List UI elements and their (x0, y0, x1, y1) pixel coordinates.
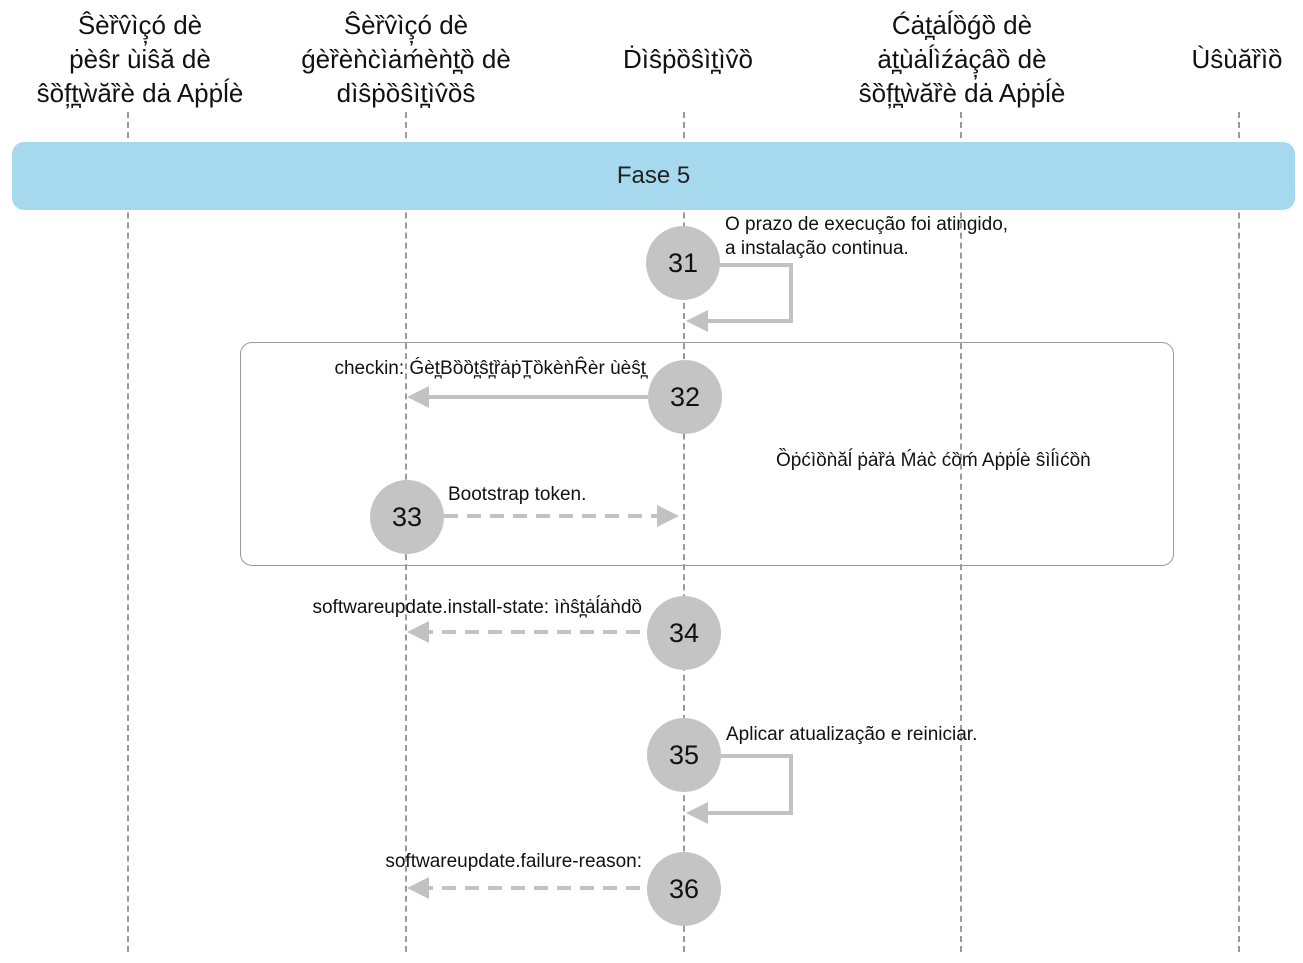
step-32-circle: 32 (648, 360, 722, 434)
step-36-circle: 36 (647, 852, 721, 926)
step-32-label: checkin: Ǵèt̪Bȍȍt̪ŝt̪ȑȧṗT̪ȍkèǹȒèr ùèŝt̪ (334, 358, 646, 379)
actor-user-title: Ùŝùăȑìȍ (1191, 44, 1283, 74)
step-31-circle: 31 (646, 226, 720, 300)
phase-label: Fase 5 (616, 162, 691, 189)
lifeline-device (683, 112, 685, 952)
step-36-arrowhead (407, 877, 429, 899)
actor-apple-software-lookup-title: Ŝèȑv̂ìç̦ó dè ṗèŝr ùiŝă dè ŝȍf̦t̪ẁăȑè dȧ … (36, 10, 244, 108)
optional-group-box (240, 342, 1174, 566)
step-34-circle: 34 (647, 596, 721, 670)
actor-device-title: Ḋìŝṗȍŝìt̪ìv̂ȍ (622, 44, 754, 74)
lifeline-apple-software-lookup (127, 112, 129, 952)
step-35-self-arrow (700, 754, 793, 815)
step-35-circle: 35 (647, 718, 721, 792)
step-36-label: softwareupdate.failure-reason: (385, 851, 642, 872)
step-33-arrowhead (657, 505, 679, 527)
step-34-arrowhead (407, 621, 429, 643)
step-33-circle: 33 (370, 480, 444, 554)
step-35-label: Aplicar atualização e reiniciar. (726, 724, 978, 745)
lifeline-user (1238, 112, 1240, 952)
step-32-arrowhead (407, 386, 429, 408)
actor-apple-update-catalog-title: Ćȧt̪ȧĺȍǵȍ dè ȧt̪ùȧĺìźȧç̦ȃȍ dè ŝȍf̦t̪ẁăȑè… (858, 10, 1066, 108)
step-34-label: softwareupdate.install-state: ìǹŝt̪ȧĺȧǹd… (312, 597, 642, 618)
step-33-label: Bootstrap token. (448, 484, 587, 505)
step-31-label: O prazo de execução foi atingido, a inst… (725, 214, 1009, 259)
step-35-arrowhead (686, 802, 708, 824)
step-31-self-arrow (700, 263, 793, 323)
phase-band: Fase 5 (12, 142, 1295, 210)
step-31-arrowhead (686, 310, 708, 332)
optional-group-label: Ȍṗćìȍǹăĺ ṗȧȑȧ Ḿȧc̀ ćȍḿ Aṗṗĺè ŝìĺìćȍǹ (776, 450, 1091, 471)
actor-device-management-title: Ŝèȑv̂ìç̦ó dè ǵèȑèǹc̀ìȧḿèǹt̪ȍ dè dìŝṗȍŝìt… (301, 10, 511, 108)
lifeline-apple-update-catalog (960, 112, 962, 952)
